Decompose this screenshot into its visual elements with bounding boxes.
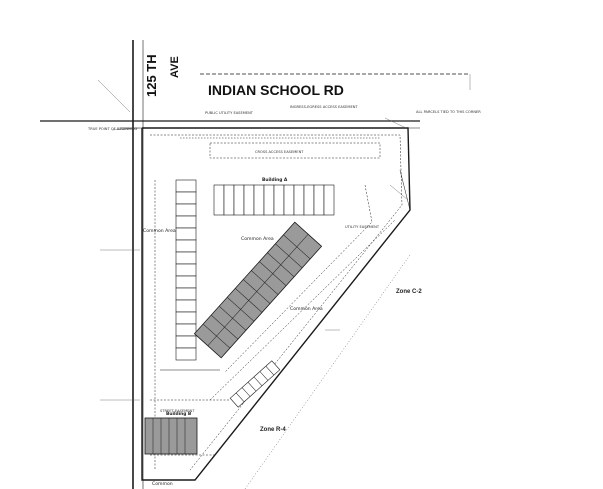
common-area-label-left: Common Area bbox=[143, 228, 176, 234]
all-parcels-label: ALL PARCELS TIED TO THIS CORNER bbox=[416, 110, 481, 114]
ingress-egress-label: INGRESS-EGRESS ACCESS EASEMENT bbox=[290, 105, 358, 109]
zone-label-r4: Zone R-4 bbox=[260, 427, 286, 433]
building-a-left-column bbox=[175, 179, 197, 361]
road-lines bbox=[40, 40, 470, 489]
road-label-125th: 125 TH bbox=[144, 54, 159, 97]
road-label-indian-school: INDIAN SCHOOL RD bbox=[208, 82, 344, 98]
utility-easement-label: UTILITY EASEMENT bbox=[345, 225, 380, 229]
road-label-ave: AVE bbox=[169, 56, 181, 78]
building-b-label: Building B bbox=[166, 411, 192, 417]
diagonal-building-block bbox=[193, 221, 323, 359]
street-easement-label: STREET EASEMENT bbox=[160, 409, 195, 413]
cross-access-label: CROSS ACCESS EASEMENT bbox=[255, 150, 304, 154]
building-a-label: Building A bbox=[262, 177, 288, 183]
callout-leaders bbox=[97, 74, 471, 401]
diagonal-unit-strip bbox=[229, 360, 281, 408]
true-pob-label: TRUE POINT OF BEGINNING bbox=[87, 127, 138, 131]
building-b bbox=[144, 417, 198, 455]
common-label-bottom: Common bbox=[152, 481, 173, 487]
common-area-label-center: Common Area bbox=[241, 236, 274, 242]
common-area-label-right: Common Area bbox=[290, 306, 323, 312]
zone-label-c2: Zone C-2 bbox=[396, 289, 422, 295]
public-utility-label: PUBLIC UTILITY EASEMENT bbox=[205, 111, 254, 115]
building-a-top-row bbox=[213, 184, 335, 216]
property-boundary bbox=[141, 127, 411, 481]
